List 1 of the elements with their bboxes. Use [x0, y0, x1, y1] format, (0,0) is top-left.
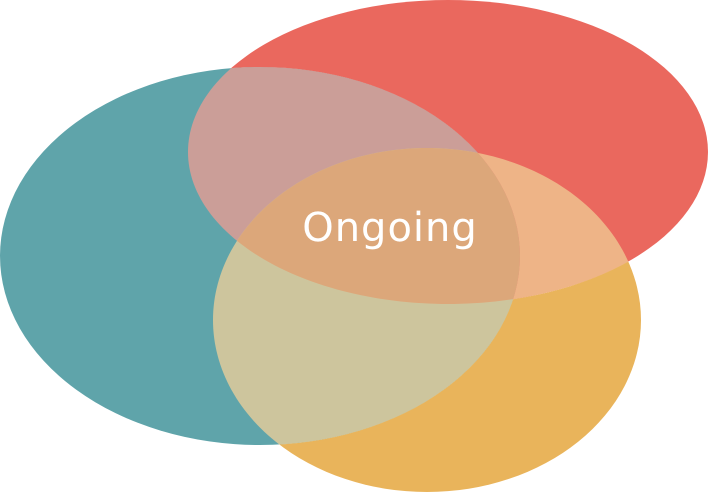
- venn-center-label: Ongoing: [302, 205, 478, 251]
